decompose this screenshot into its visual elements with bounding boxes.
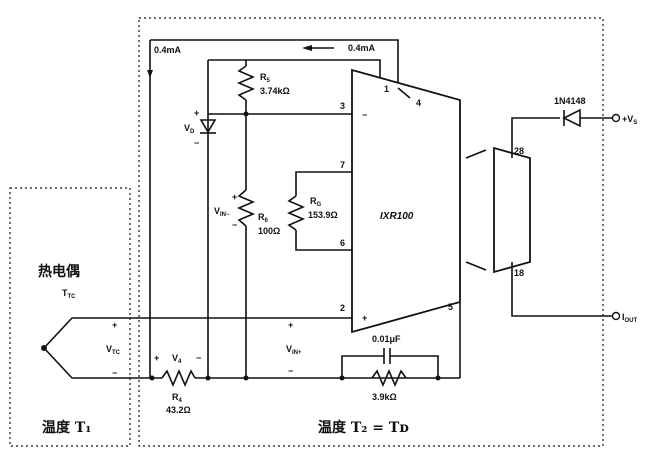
- diode-vd: [199, 119, 217, 134]
- r4-value: 43.2Ω: [166, 405, 191, 415]
- r4-plus: +: [154, 353, 159, 363]
- vin-plus-label: VIN+: [286, 344, 302, 356]
- diode-1n4148: [562, 108, 612, 128]
- iout-label: IOUT: [622, 312, 638, 324]
- zone-t2-label: 温度 T₂ = Tᴅ: [318, 419, 409, 436]
- rg-value: 153.9Ω: [308, 210, 338, 220]
- terminal-vs: [611, 113, 621, 123]
- thermocouple-minus: −: [112, 368, 117, 378]
- v4-label: V4: [172, 353, 182, 365]
- thermocouple-temp-symbol: TTC: [62, 288, 76, 300]
- resistor-r6: [236, 189, 256, 227]
- resistor-r5: [236, 65, 256, 101]
- current-arrow-top: [302, 45, 312, 51]
- vin-minus-plus: +: [232, 192, 237, 202]
- terminal-iout: [611, 311, 621, 321]
- ic-pin-2: 2: [340, 303, 345, 313]
- ic-name: IXR100: [380, 211, 414, 222]
- r4-minus: −: [196, 353, 201, 363]
- vd-label: VD: [184, 123, 195, 135]
- current-left-label: 0.4mA: [154, 45, 182, 55]
- feedback-res-value: 3.9kΩ: [372, 392, 397, 402]
- vin-minus-label: VIN−: [214, 206, 230, 218]
- r5-value: 3.74kΩ: [260, 86, 290, 96]
- diode-name: 1N4148: [554, 96, 586, 106]
- thermocouple-voltage-label: VTC: [106, 344, 121, 356]
- r6-name: R6: [258, 212, 269, 224]
- resistor-feedback: [371, 368, 407, 388]
- thermocouple-plus: +: [112, 320, 117, 330]
- vin-minus-minus: −: [232, 220, 237, 230]
- ic-noninv-sign: +: [362, 313, 367, 323]
- thermocouple-junction: [41, 317, 73, 379]
- rg-name: RG: [310, 196, 322, 208]
- zone-t1-border: [9, 187, 131, 447]
- ic-pin-3: 3: [340, 101, 345, 111]
- ic-pin-4: 4: [416, 98, 421, 108]
- ic-ixr100: [351, 68, 461, 334]
- zone-t2-border: [138, 17, 604, 447]
- ic-pin-5: 5: [448, 302, 453, 312]
- vd-plus: +: [194, 108, 199, 118]
- thermocouple-label: 热电偶: [38, 263, 80, 280]
- cap-value: 0.01μF: [372, 334, 401, 344]
- pin-18: 18: [514, 268, 524, 278]
- vin-plus-minus: −: [288, 366, 293, 376]
- vd-minus: −: [194, 138, 199, 148]
- resistor-r4: [161, 368, 196, 388]
- ic-pin-6: 6: [340, 238, 345, 248]
- r6-value: 100Ω: [258, 226, 280, 236]
- r4-name: R4: [172, 392, 183, 404]
- ic-pin-1: 1: [384, 84, 389, 94]
- pin-28: 28: [514, 146, 524, 156]
- r5-name: R5: [260, 72, 271, 84]
- vin-plus-plus: +: [288, 320, 293, 330]
- vs-label: +VS: [622, 114, 637, 126]
- ic-inv-sign: −: [362, 110, 367, 120]
- capacitor-feedback: [383, 348, 391, 364]
- zone-t1-label: 温度 T₁: [42, 419, 91, 436]
- current-top-label: 0.4mA: [348, 43, 376, 53]
- ic-pin-7: 7: [340, 160, 345, 170]
- output-stage: [493, 146, 531, 274]
- current-arrow-left: [147, 70, 153, 78]
- resistor-rg: [286, 195, 306, 231]
